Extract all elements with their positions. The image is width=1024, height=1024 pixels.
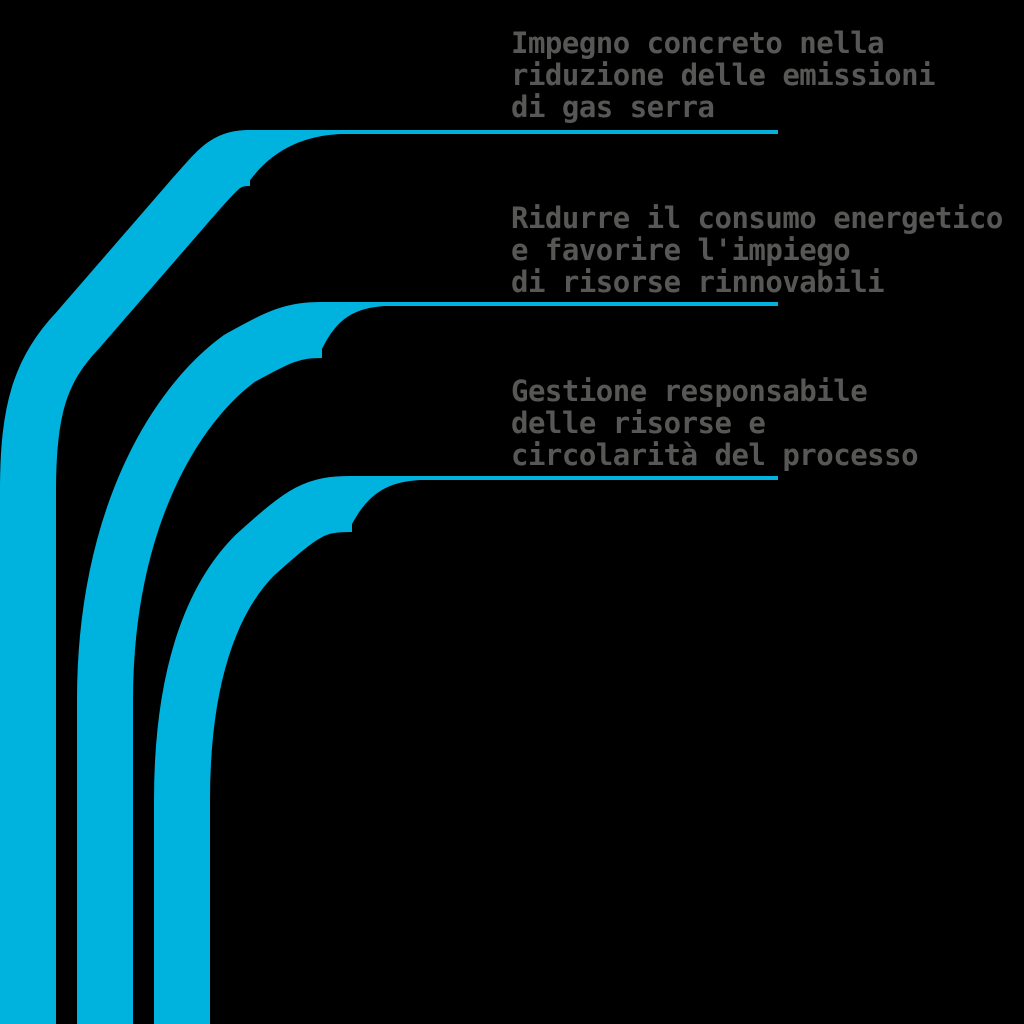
curve-stripe-1 — [0, 130, 252, 1024]
stripe-taper-2 — [318, 302, 385, 358]
stripe-group-1 — [0, 130, 778, 1024]
stripe-taper-1 — [246, 130, 340, 186]
curve-stripe-3 — [154, 476, 353, 1024]
curve-stripe-2 — [77, 302, 323, 1024]
stripe-group-3 — [154, 476, 778, 1024]
stripe-taper-3 — [348, 476, 420, 532]
stripe-group-2 — [77, 302, 778, 1024]
label-resource-circularity: Gestione responsabile delle risorse e ci… — [511, 374, 919, 472]
label-emissions-reduction: Impegno concreto nella riduzione delle e… — [511, 26, 936, 124]
label-energy-renewables: Ridurre il consumo energetico e favorire… — [511, 201, 1003, 299]
